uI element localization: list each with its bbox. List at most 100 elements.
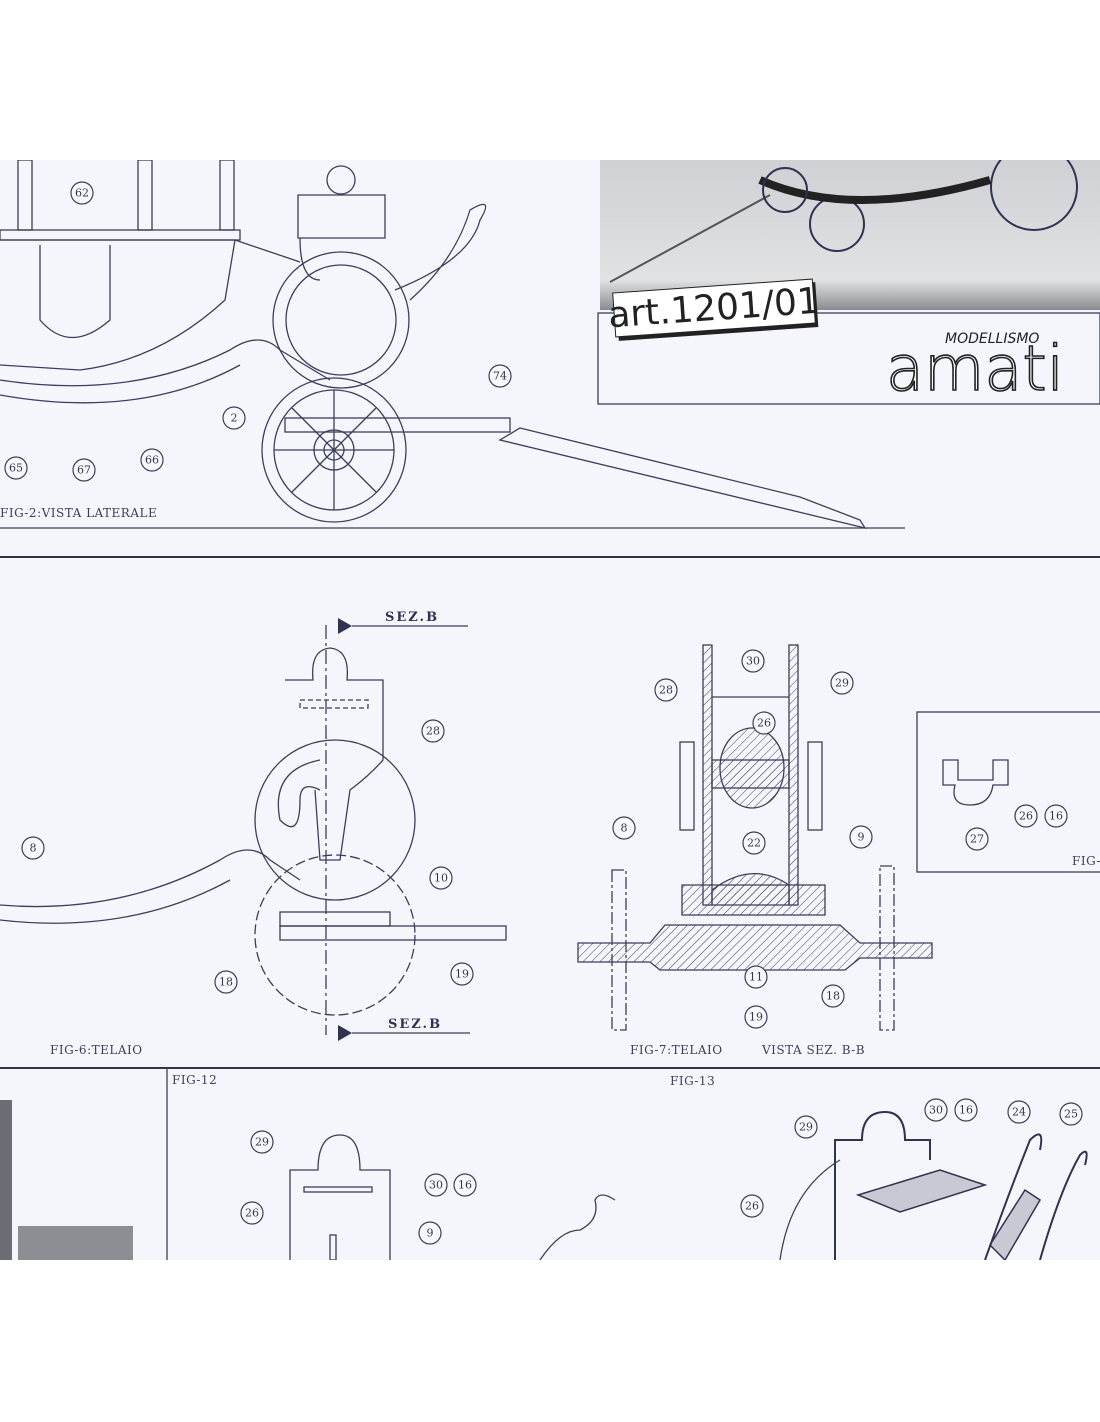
- part-callout-inset: 27: [965, 827, 989, 851]
- callout-number: 11: [749, 971, 763, 984]
- part-callout-fig6: 18: [214, 970, 238, 994]
- part-callout-fig13: 29: [794, 1115, 818, 1139]
- part-callout-fig12: 26: [240, 1201, 264, 1225]
- part-callout-fig13: 24: [1007, 1100, 1031, 1124]
- part-callout-fig6: 8: [21, 836, 45, 860]
- fig12-caption: FIG-12: [172, 1073, 217, 1087]
- photo-strip: [0, 1100, 12, 1260]
- inset-box: [916, 711, 1100, 873]
- callout-number: 18: [219, 976, 233, 989]
- fig13-caption: FIG-13: [670, 1074, 715, 1088]
- callout-number: 26: [757, 717, 771, 730]
- callout-circle: [741, 649, 765, 673]
- part-callout-fig13: 26: [740, 1194, 764, 1218]
- part-callout-fig2: 66: [140, 448, 164, 472]
- callout-number: 8: [30, 842, 37, 855]
- callout-number: 16: [458, 1179, 472, 1192]
- callout-circle: [744, 965, 768, 989]
- part-callout-fig7: 19: [744, 1005, 768, 1029]
- inset-caption: FIG-: [1072, 854, 1100, 868]
- callout-circle: [421, 719, 445, 743]
- callout-circle: [1059, 1102, 1083, 1126]
- part-callout-fig13: 25: [1059, 1102, 1083, 1126]
- callout-circle: [924, 1098, 948, 1122]
- instruction-sheet: art.1201/01 MODELLISMO amati FIG-2:VISTA…: [0, 160, 1100, 1260]
- part-callout-fig6: 28: [421, 719, 445, 743]
- callout-number: 28: [426, 725, 440, 738]
- part-callout-fig12: 30: [424, 1173, 448, 1197]
- callout-circle: [612, 816, 636, 840]
- brand-logo: amati: [886, 332, 1064, 405]
- callout-circle: [1044, 804, 1068, 828]
- callout-number: 10: [434, 872, 448, 885]
- callout-number: 74: [493, 370, 507, 383]
- callout-number: 2: [231, 412, 238, 425]
- callout-circle: [21, 836, 45, 860]
- callout-number: 26: [1019, 810, 1033, 823]
- part-callout-fig7: 18: [821, 984, 845, 1008]
- section-b-marker-bottom: SEZ.B: [388, 1017, 442, 1032]
- callout-circle: [954, 1098, 978, 1122]
- fig2-side-view: [0, 160, 905, 530]
- part-callout-fig7: 11: [744, 965, 768, 989]
- callout-number: 29: [799, 1121, 813, 1134]
- fig2-caption: FIG-2:VISTA LATERALE: [0, 506, 157, 520]
- callout-circle: [849, 825, 873, 849]
- fig6-caption: FIG-6:TELAIO: [50, 1043, 143, 1057]
- callout-number: 8: [621, 822, 628, 835]
- part-callout-fig13: 30: [924, 1098, 948, 1122]
- part-callout-fig6: 19: [450, 962, 474, 986]
- callout-circle: [1014, 804, 1038, 828]
- part-callout-fig7: 22: [742, 831, 766, 855]
- callout-number: 19: [749, 1011, 763, 1024]
- part-callout-inset: 16: [1044, 804, 1068, 828]
- callout-number: 22: [747, 837, 761, 850]
- part-callout-fig6: 10: [429, 866, 453, 890]
- callout-number: 9: [427, 1227, 434, 1240]
- photo-thumbnail: [18, 1226, 133, 1260]
- part-callout-fig7: 26: [752, 711, 776, 735]
- callout-circle: [744, 1005, 768, 1029]
- callout-number: 30: [429, 1179, 443, 1192]
- part-callout-fig7: 9: [849, 825, 873, 849]
- part-callout-fig7: 28: [654, 678, 678, 702]
- part-callout-fig2: 2: [222, 406, 246, 430]
- part-callout-fig7: 8: [612, 816, 636, 840]
- product-photo: [600, 160, 1100, 310]
- callout-circle: [740, 1194, 764, 1218]
- callout-number: 66: [145, 454, 159, 467]
- callout-number: 29: [255, 1136, 269, 1149]
- callout-circle: [1007, 1100, 1031, 1124]
- part-callout-fig13: 16: [954, 1098, 978, 1122]
- part-callout-fig7: 29: [830, 671, 854, 695]
- fig7-caption: FIG-7:TELAIO: [630, 1043, 723, 1057]
- callout-circle: [72, 458, 96, 482]
- callout-circle: [794, 1115, 818, 1139]
- part-callout-fig12: 29: [250, 1130, 274, 1154]
- callout-number: 27: [970, 833, 984, 846]
- callout-circle: [654, 678, 678, 702]
- callout-number: 26: [245, 1207, 259, 1220]
- callout-circle: [965, 827, 989, 851]
- part-callout-fig2: 67: [72, 458, 96, 482]
- callout-number: 30: [746, 655, 760, 668]
- fig6-frame-view: [0, 618, 507, 1041]
- callout-number: 67: [77, 464, 91, 477]
- part-callout-fig2: 65: [4, 456, 28, 480]
- callout-number: 25: [1064, 1108, 1078, 1121]
- callout-circle: [222, 406, 246, 430]
- callout-circle: [418, 1221, 442, 1245]
- callout-circle: [830, 671, 854, 695]
- callout-number: 18: [826, 990, 840, 1003]
- callout-circle: [742, 831, 766, 855]
- fig13-drawing: [779, 1110, 1088, 1260]
- callout-number: 30: [929, 1104, 943, 1117]
- callout-circle: [4, 456, 28, 480]
- callout-circle: [488, 364, 512, 388]
- callout-number: 62: [75, 187, 89, 200]
- callout-number: 65: [9, 462, 23, 475]
- logo-box: [597, 312, 1100, 405]
- callout-number: 9: [858, 831, 865, 844]
- callout-circle: [450, 962, 474, 986]
- callout-circle: [424, 1173, 448, 1197]
